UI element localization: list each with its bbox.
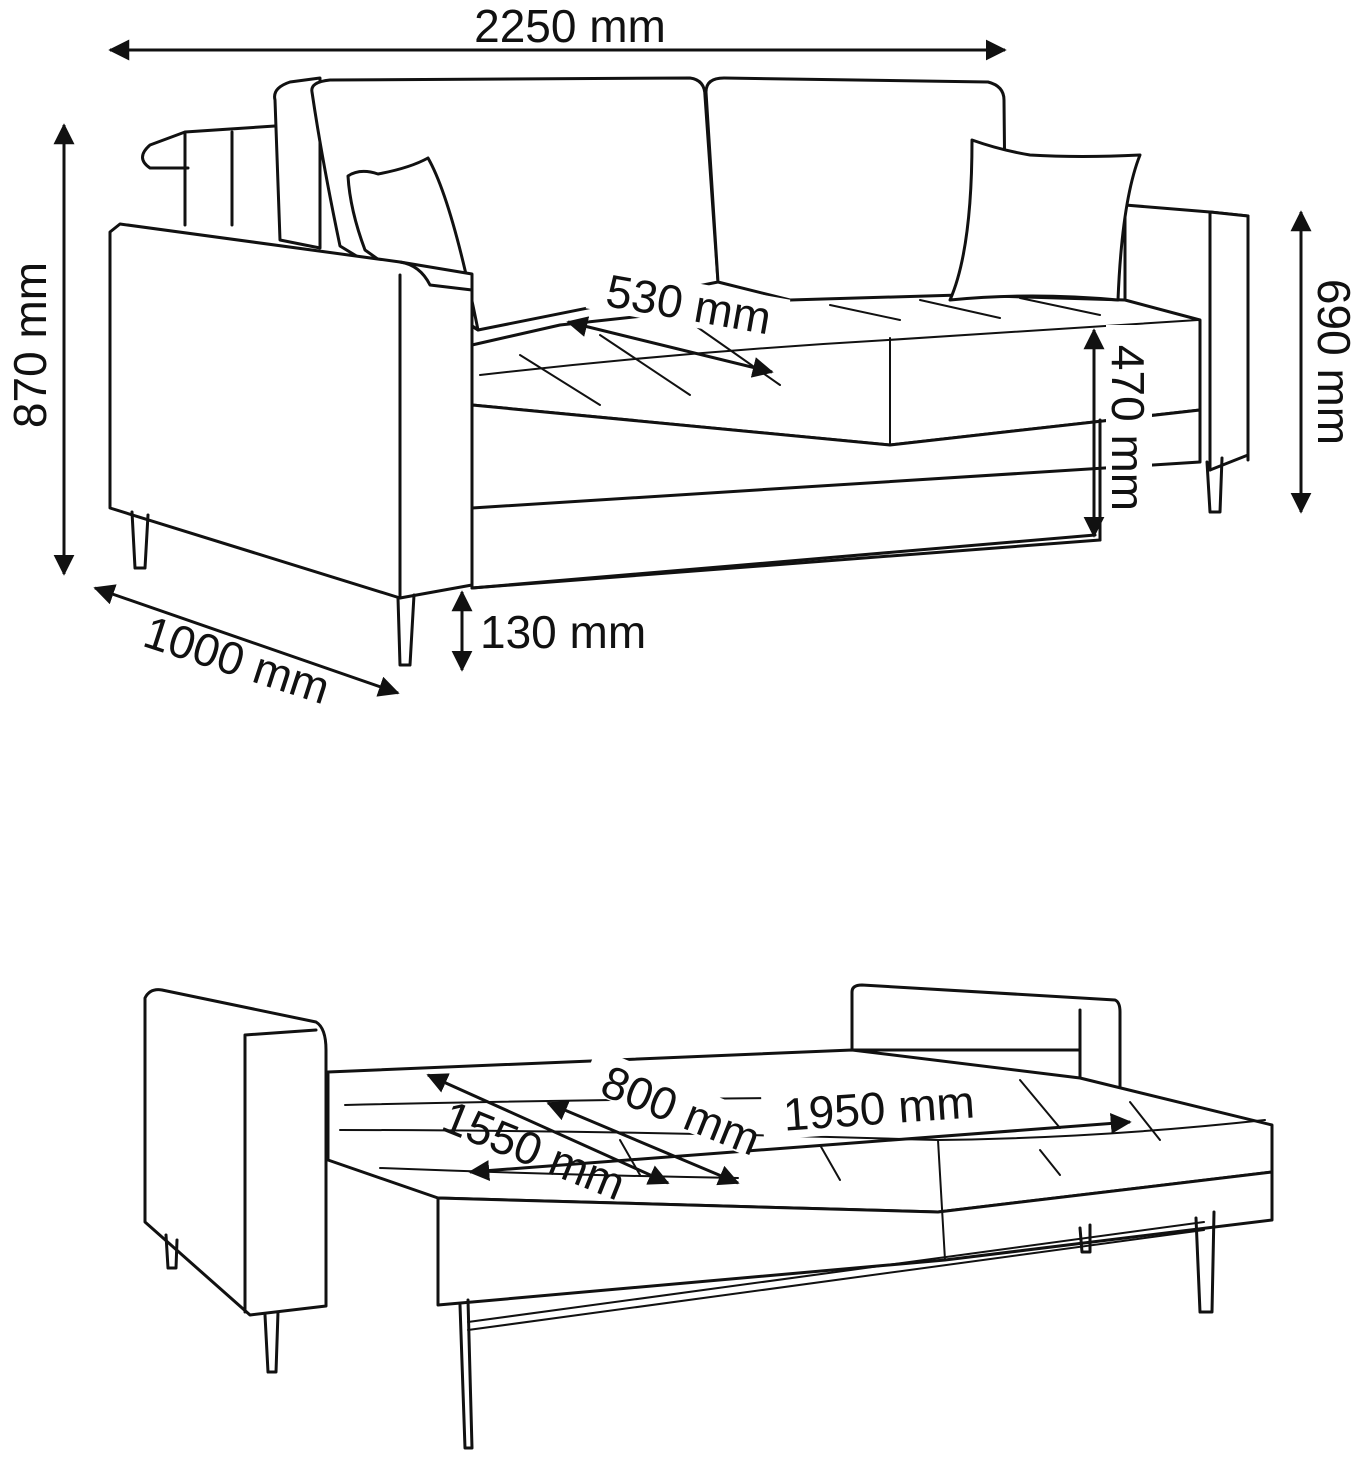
height-label: 870 mm [4,262,56,428]
dim-seat-depth-line [566,316,774,378]
dim-depth-line [93,584,400,697]
sofa-bed-drawing [143,983,1274,1450]
dim-bed-length-line [468,1112,1132,1182]
dimension-lines [53,39,1312,1186]
arm-height-label: 690 mm [1308,279,1360,445]
seat-height-label: 470 mm [1102,345,1154,511]
leg-height-label: 130 mm [480,606,646,658]
width-label: 2250 mm [474,0,666,52]
sofa-drawing [108,76,1250,667]
depth-label: 1000 mm [138,605,336,714]
